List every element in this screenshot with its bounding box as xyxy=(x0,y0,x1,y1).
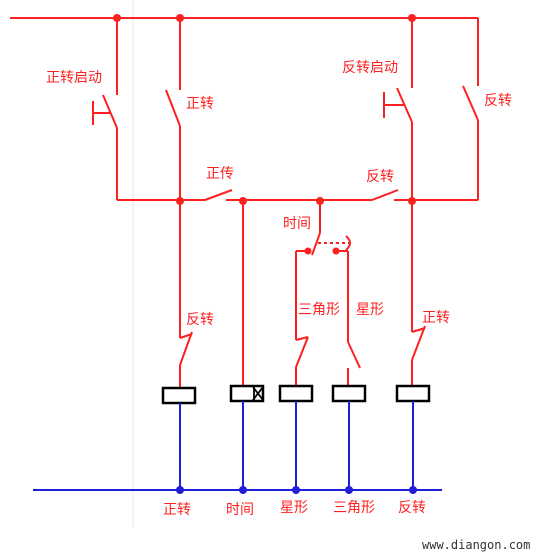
coil-label-reverse: 反转 xyxy=(398,500,426,516)
timer-coil-marker xyxy=(252,386,264,401)
neutral-junction-dot xyxy=(292,486,300,494)
reverse-interlock-contact xyxy=(371,189,399,201)
reverse-interlock-label: 反转 xyxy=(366,169,394,185)
reverse-holding-contact xyxy=(462,18,479,200)
branch-delta xyxy=(347,251,361,388)
neutral-junction-dot xyxy=(239,486,247,494)
reverse-holding-label: 反转 xyxy=(484,93,512,109)
star-contact-label: 星形 xyxy=(356,302,384,318)
star-coil xyxy=(278,384,314,403)
timer-contact-label: 时间 xyxy=(283,216,311,232)
delta-contact-label: 三角形 xyxy=(298,302,340,318)
watermark: www.diangon.com xyxy=(422,538,530,552)
forward-holding-contact xyxy=(165,18,181,200)
reverse-start-label: 反转启动 xyxy=(342,60,398,76)
delta-coil xyxy=(331,384,367,403)
forward-holding-label: 正转 xyxy=(186,96,214,112)
reverse-start-pushbutton xyxy=(383,18,413,200)
branch-star xyxy=(295,251,309,388)
branch-forward xyxy=(179,201,193,388)
forward-start-pushbutton xyxy=(92,18,118,200)
reverse-coil xyxy=(395,384,431,403)
neutral-junction-dot xyxy=(176,486,184,494)
forward-coil xyxy=(161,386,197,405)
forward-interlock-label: 正传 xyxy=(206,166,234,182)
forward-interlock-contact xyxy=(204,189,233,201)
coil-label-timer: 时间 xyxy=(226,502,254,518)
branch-forward-contact-label: 反转 xyxy=(186,312,214,328)
neutral-junction-dot xyxy=(409,486,417,494)
coil-label-star: 星形 xyxy=(280,500,308,516)
timer-delayed-contact xyxy=(296,201,351,256)
coil-label-forward: 正转 xyxy=(163,502,191,518)
neutral-junction-dot xyxy=(345,486,353,494)
forward-start-label: 正转启动 xyxy=(46,70,102,86)
branch-reverse-contact-label: 正转 xyxy=(422,310,450,326)
branch-reverse xyxy=(411,201,426,388)
coil-label-delta: 三角形 xyxy=(333,500,375,516)
